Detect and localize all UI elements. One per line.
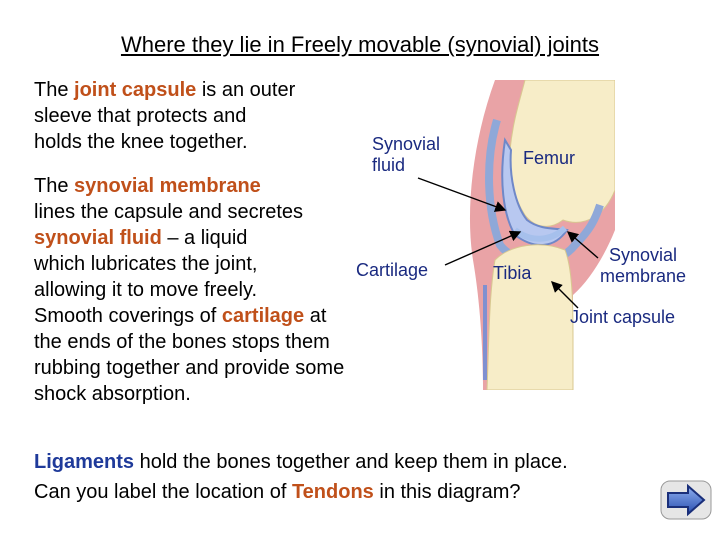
arrow-cartilage <box>444 230 522 266</box>
para2-line6: Smooth coverings of cartilage at <box>34 303 344 329</box>
para1-line3: holds the knee together. <box>34 131 248 153</box>
label-femur: Femur <box>523 148 576 168</box>
para-joint-capsule: The joint capsule is an outer sleeve tha… <box>34 77 295 155</box>
next-arrow-icon[interactable] <box>660 480 712 520</box>
label-text: membrane <box>600 266 687 286</box>
text: in this diagram? <box>373 481 521 503</box>
text: The <box>34 175 75 197</box>
knee-joint-diagram <box>455 80 615 390</box>
para2-line4: which lubricates the joint, <box>34 253 258 275</box>
text: Can you label the location of <box>34 481 292 503</box>
para2-line9: shock absorption. <box>34 383 191 405</box>
label-tibia: Tibia <box>493 263 532 283</box>
para1-line2: sleeve that protects and <box>34 105 247 127</box>
para1-line1: The joint capsule is an outer <box>34 77 295 103</box>
text: at <box>304 305 327 327</box>
arrow-joint-capsule <box>551 281 579 309</box>
term-tendons: Tendons <box>291 481 374 503</box>
label-joint-capsule: Joint capsule <box>570 307 676 327</box>
para2-line3: synovial fluid – a liquid <box>34 225 344 251</box>
label-cartilage: Cartilage <box>356 260 429 280</box>
text: The <box>34 79 75 101</box>
para2-line1: The synovial membrane <box>34 173 344 199</box>
bottom-line2: Can you label the location of Tendons in… <box>34 477 568 507</box>
para2-line5: allowing it to move freely. <box>34 279 258 301</box>
bottom-line1: Ligaments hold the bones together and ke… <box>34 447 568 477</box>
label-synovial-membrane: Synovial membrane <box>600 245 686 287</box>
term-synovial-membrane: synovial membrane <box>74 175 261 197</box>
text: Smooth coverings of <box>34 305 222 327</box>
arrow-synovial-fluid <box>417 177 507 212</box>
bottom-text: Ligaments hold the bones together and ke… <box>34 447 568 507</box>
text: – a liquid <box>161 227 248 249</box>
label-text: Synovial <box>372 134 441 154</box>
page-title: Where they lie in Freely movable (synovi… <box>120 32 600 57</box>
term-cartilage: cartilage <box>221 305 305 327</box>
para2-line7: the ends of the bones stops them <box>34 331 330 353</box>
para2-line8: rubbing together and provide some <box>34 357 345 379</box>
label-synovial-fluid: Synovial fluid <box>372 134 440 176</box>
term-synovial-fluid: synovial fluid <box>34 227 162 249</box>
para2-line2: lines the capsule and secretes <box>34 201 304 223</box>
label-text: fluid <box>372 155 406 175</box>
text: is an outer <box>196 79 296 101</box>
label-text: Synovial <box>609 245 678 265</box>
term-joint-capsule: joint capsule <box>74 79 197 101</box>
arrow-synovial-membrane <box>566 231 599 259</box>
term-ligaments: Ligaments <box>34 451 135 473</box>
text: hold the bones together and keep them in… <box>134 451 568 473</box>
para-synovial: The synovial membrane lines the capsule … <box>34 173 344 407</box>
